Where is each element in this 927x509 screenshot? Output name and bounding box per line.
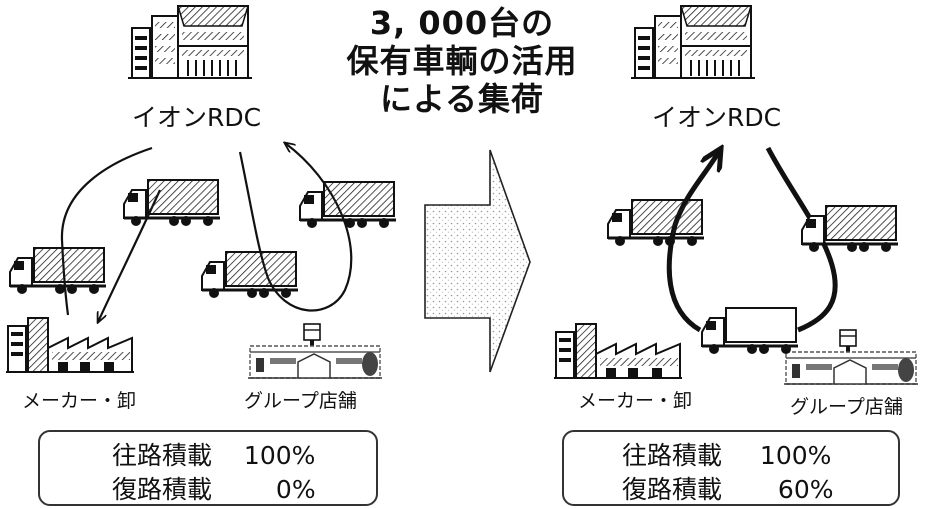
truck-icon bbox=[200, 250, 300, 300]
metric-row: 復路積載 60% bbox=[622, 470, 834, 506]
metric-label: 復路積載 bbox=[112, 475, 213, 504]
store-label-after: グループ店舗 bbox=[790, 396, 903, 418]
metric-label: 往路積載 bbox=[112, 441, 213, 470]
hub-label-before: イオンRDC bbox=[132, 103, 262, 132]
metric-value: 100% bbox=[759, 441, 832, 470]
metric-value: 0% bbox=[275, 475, 316, 504]
title-line-3: による集荷 bbox=[379, 80, 545, 118]
load-metrics-box-after: 往路積載 100% 復路積載 60% bbox=[562, 430, 900, 506]
truck-icon bbox=[606, 198, 706, 248]
transition-arrow-icon bbox=[424, 149, 531, 373]
flow-arrow-rdc-to-supplier bbox=[60, 146, 153, 316]
diagram-title: 3, 000台の 保有車輌の活用 による集荷 bbox=[324, 4, 600, 118]
factory-icon bbox=[553, 323, 683, 379]
store-icon bbox=[247, 323, 383, 379]
metric-value: 100% bbox=[243, 441, 316, 470]
load-metrics-box-before: 往路積載 100% 復路積載 0% bbox=[38, 430, 378, 506]
supplier-label-before: メーカー・卸 bbox=[22, 390, 137, 412]
truck-icon bbox=[8, 246, 108, 296]
warehouse-icon bbox=[630, 5, 756, 79]
store-icon bbox=[783, 329, 919, 385]
warehouse-icon bbox=[127, 5, 253, 79]
store-label-before: グループ店舗 bbox=[244, 390, 357, 412]
truck-icon bbox=[800, 204, 900, 254]
empty-truck-icon bbox=[700, 306, 800, 356]
metric-label: 復路積載 bbox=[622, 475, 723, 504]
metric-label: 往路積載 bbox=[622, 441, 723, 470]
metric-value: 60% bbox=[777, 475, 834, 504]
metric-row: 往路積載 100% bbox=[622, 436, 831, 472]
hub-label-after: イオンRDC bbox=[652, 103, 782, 132]
truck-icon bbox=[122, 178, 222, 228]
title-line-2: 保有車輌の活用 bbox=[346, 42, 578, 80]
title-line-1: 3, 000台の bbox=[369, 4, 555, 42]
bold-arrow-from-rdc bbox=[765, 146, 838, 333]
factory-icon bbox=[5, 317, 135, 373]
metric-row: 往路積載 100% bbox=[112, 436, 315, 472]
metric-row: 復路積載 0% bbox=[112, 470, 316, 506]
truck-icon bbox=[298, 180, 398, 230]
supplier-label-after: メーカー・卸 bbox=[578, 390, 693, 412]
